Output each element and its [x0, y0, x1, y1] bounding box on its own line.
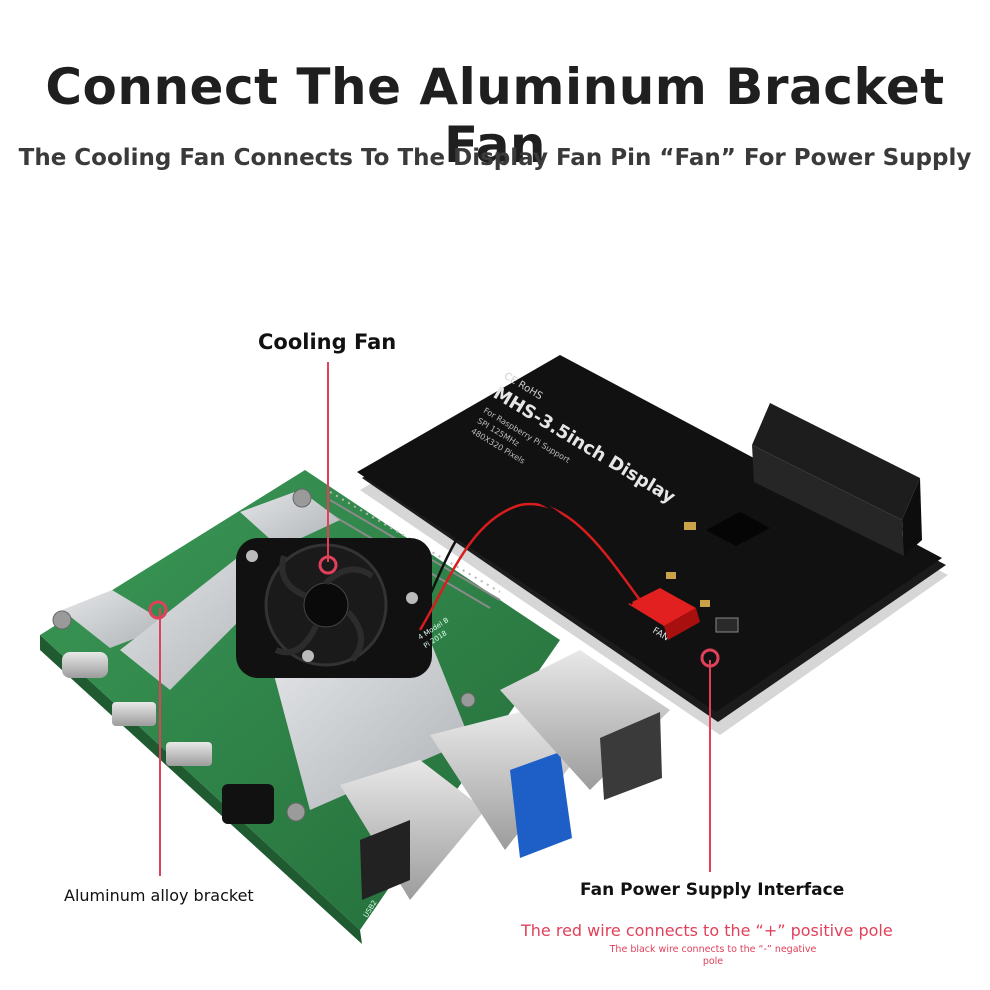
fan-wires	[406, 495, 642, 637]
black-wire-note: The black wire connects to the “-” negat…	[609, 944, 817, 967]
callout-lines	[148, 362, 720, 876]
fan-interface-label: Fan Power Supply Interface	[580, 880, 845, 900]
display-chip	[706, 512, 770, 546]
ethernet-port	[500, 650, 670, 790]
red-wire-note: The red wire connects to the “+” positiv…	[521, 921, 893, 940]
page-subtitle: The Cooling Fan Connects To The Display …	[18, 145, 972, 171]
micro-hdmi-port	[166, 742, 212, 766]
pi-board: 4 Model B Pi 2018 USB2	[40, 470, 670, 944]
usb-c-port	[62, 652, 108, 678]
audio-jack	[222, 784, 274, 824]
page-title: Connect The Aluminum Bracket Fan	[45, 58, 945, 174]
gpio-header-display	[752, 403, 922, 556]
display-board: CE RoHS MHS-3.5inch Display For Raspberr…	[357, 355, 948, 735]
usb-ports	[340, 712, 575, 900]
cooling-fan	[236, 538, 432, 678]
micro-hdmi-port	[112, 702, 156, 726]
cooling-fan-label: Cooling Fan	[258, 330, 397, 354]
fan-connector	[628, 588, 696, 626]
bracket-label: Aluminum alloy bracket	[64, 886, 254, 905]
